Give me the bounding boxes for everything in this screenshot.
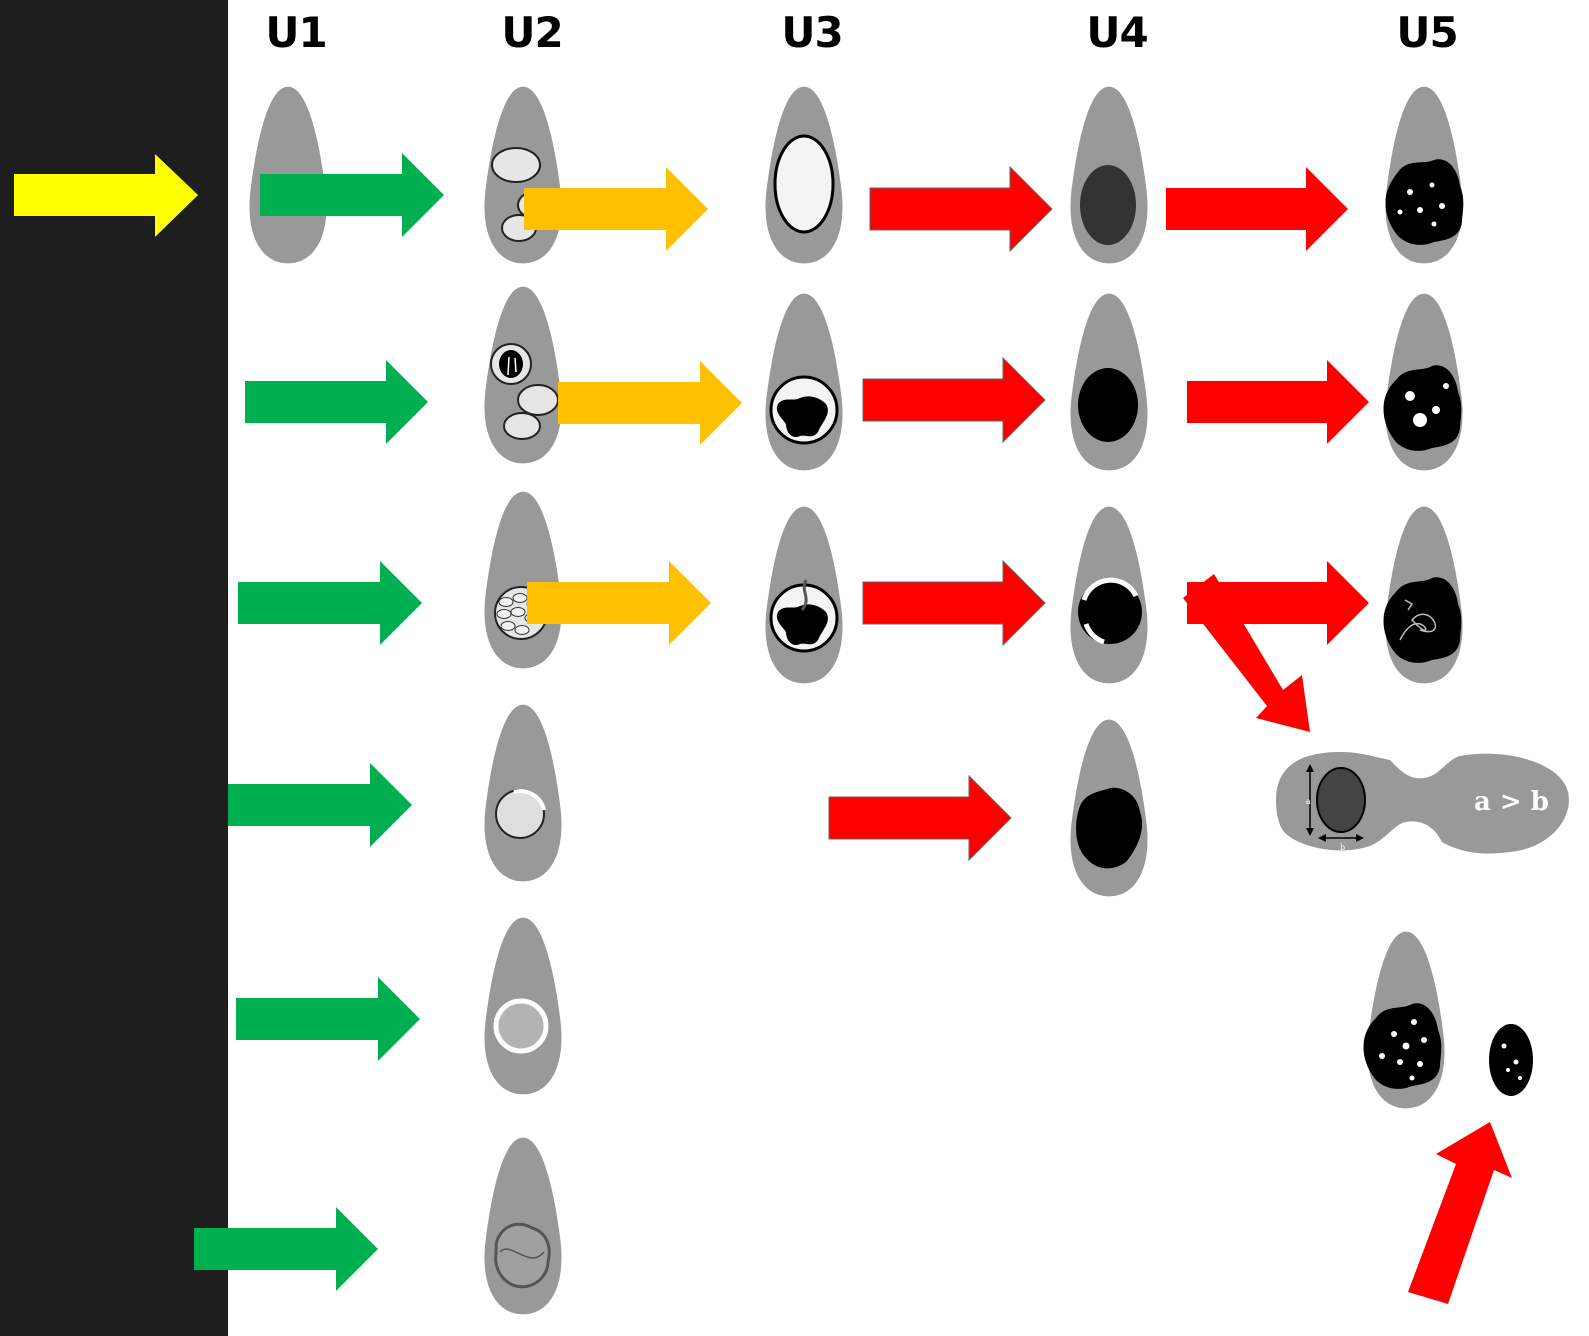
column-label-u5: U5 [1396,8,1458,57]
isolated-black-cell [1489,1024,1533,1096]
arrow-green-row6 [194,1207,378,1291]
u2-row3-embryo [484,491,562,669]
u3-row2-embryo [765,293,843,471]
axis-b-label: b [1340,843,1345,852]
u2-row6-embryo [484,1137,562,1315]
arrow-red-row4-u3-u4 [828,774,1012,862]
dimension-figure: a b a > b [1276,752,1569,854]
arrow-green-row5 [236,977,420,1061]
u2-row2-embryo [484,286,562,464]
arrow-green-row2 [245,360,428,444]
arrow-green-row4 [228,763,412,847]
arrow-red-row1-u3-u4 [869,165,1053,253]
u4-row4-embryo [1070,719,1148,897]
arrow-red-row3-u3-u4 [862,559,1046,647]
column-label-u2: U2 [501,8,563,57]
u5-row1-embryo [1385,86,1464,264]
u3-row1-embryo [765,86,843,264]
arrow-green-row1 [260,153,444,237]
arrow-red-row2-u4-u5 [1187,360,1369,444]
u4-row2-embryo [1070,293,1148,471]
arrow-red-row2-u3-u4 [862,356,1046,444]
arrow-orange-row2 [558,361,742,445]
u2-row5-embryo [484,917,562,1095]
arrow-orange-row3 [527,561,711,645]
arrow-red-diagonal-down [1183,574,1310,732]
u2-row1-embryo [484,86,563,264]
left-dark-panel [0,0,228,1336]
u5-row5-embryo [1363,931,1445,1109]
arrow-red-diagonal-up [1408,1122,1512,1304]
u5-row2-embryo [1383,293,1463,471]
column-label-u1: U1 [265,8,327,57]
axis-a-label: a [1306,797,1311,806]
arrow-red-row1-u4-u5 [1166,167,1348,251]
u4-row1-embryo [1070,86,1148,264]
arrow-green-row3 [238,561,422,645]
u5-row3-embryo [1383,506,1463,684]
arrow-yellow-entry [14,154,198,237]
column-label-u4: U4 [1086,8,1148,57]
column-label-u3: U3 [781,8,843,57]
ratio-label: a > b [1474,787,1549,817]
u3-row3-embryo [765,506,843,684]
u2-row4-embryo [484,704,562,882]
u4-row3-embryo [1070,506,1148,684]
arrow-orange-row1 [524,167,708,251]
